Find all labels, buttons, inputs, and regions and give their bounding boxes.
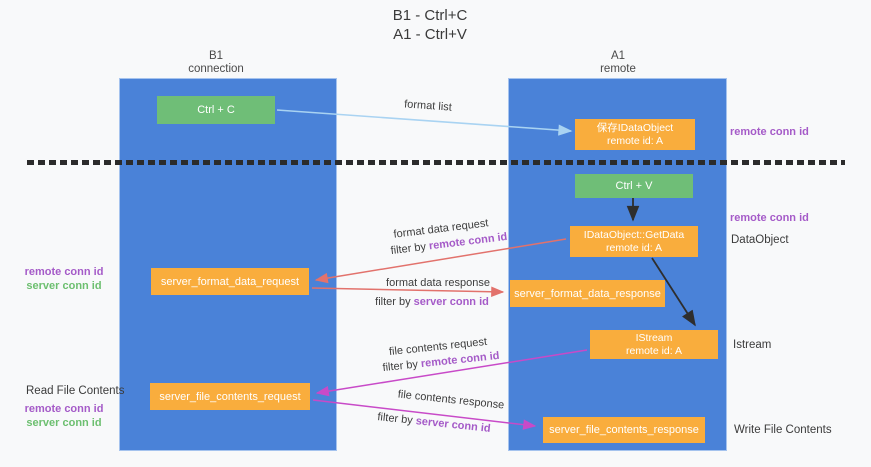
save-idataobject-node: 保存IDataObject remote id: A xyxy=(575,119,695,150)
column-b1-name: B1 xyxy=(208,50,224,62)
server-file-contents-response-node: server_file_contents_response xyxy=(543,417,705,443)
server-conn-id-highlight-1: server conn id xyxy=(413,296,489,308)
save-idataobject-line2: remote id: A xyxy=(606,134,664,147)
idataobject-getdata-node: IDataObject::GetData remote id: A xyxy=(570,226,698,257)
istream-side-label: Istream xyxy=(733,339,772,351)
getdata-line1: IDataObject::GetData xyxy=(583,228,685,241)
column-header-b1: B1 connection xyxy=(141,50,291,76)
title-line-1: B1 - Ctrl+C xyxy=(392,7,468,24)
filter-by-text-2: filter by xyxy=(375,296,414,308)
column-b1-role: connection xyxy=(188,63,244,75)
dataobject-label: DataObject xyxy=(731,234,789,246)
server-conn-id-label-left-top: server conn id xyxy=(26,280,102,292)
server-format-data-response-label: server_format_data_response xyxy=(514,287,661,300)
remote-conn-id-label-left-bottom: remote conn id xyxy=(24,403,104,415)
left-conn-id-stack-bottom: remote conn id server conn id xyxy=(22,402,106,430)
format-data-response-label: format data response xyxy=(386,277,490,289)
phase-separator-line xyxy=(27,160,845,165)
server-conn-id-label-left-bottom: server conn id xyxy=(26,417,102,429)
server-format-data-response-node: server_format_data_response xyxy=(510,280,665,307)
server-file-contents-request-node: server_file_contents_request xyxy=(150,383,310,410)
ctrl-c-label: Ctrl + C xyxy=(197,104,235,116)
left-conn-id-stack-top: remote conn id server conn id xyxy=(22,265,106,293)
ctrl-c-node: Ctrl + C xyxy=(157,96,275,124)
filter-by-text-3: filter by xyxy=(382,358,422,375)
server-format-data-request-node: server_format_data_request xyxy=(151,268,309,295)
file-contents-response-label: file contents response xyxy=(397,388,505,412)
read-file-contents-label: Read File Contents xyxy=(26,385,125,397)
title-line-2: A1 - Ctrl+V xyxy=(393,26,467,43)
column-header-a1: A1 remote xyxy=(543,50,693,76)
diagram-title: B1 - Ctrl+C A1 - Ctrl+V xyxy=(300,6,560,44)
ctrl-v-label: Ctrl + V xyxy=(615,180,653,192)
write-file-contents-label: Write File Contents xyxy=(734,424,832,436)
server-file-contents-response-label: server_file_contents_response xyxy=(549,424,699,436)
server-conn-id-highlight-2: server conn id xyxy=(415,415,492,435)
server-format-data-request-label: server_format_data_request xyxy=(160,275,300,288)
getdata-line2: remote id: A xyxy=(605,241,663,254)
istream-line1: IStream xyxy=(635,331,673,344)
filter-by-text-1: filter by xyxy=(390,240,430,258)
save-idataobject-line1: 保存IDataObject xyxy=(596,121,674,134)
ctrl-v-node: Ctrl + V xyxy=(575,174,693,198)
filter-by-text-4: filter by xyxy=(376,411,417,428)
format-list-label: format list xyxy=(403,98,453,114)
filter-by-server-conn-id-label-1: filter by server conn id xyxy=(375,296,489,308)
server-file-contents-request-label: server_file_contents_request xyxy=(159,390,301,403)
column-a1-name: A1 xyxy=(610,50,626,62)
filter-by-server-conn-id-label-2: filter by server conn id xyxy=(377,411,491,435)
remote-conn-id-label-right-top: remote conn id xyxy=(730,126,809,138)
column-a1-role: remote xyxy=(600,63,636,75)
istream-line2: remote id: A xyxy=(625,344,683,357)
istream-node: IStream remote id: A xyxy=(590,330,718,359)
remote-conn-id-label-right-mid: remote conn id xyxy=(730,212,809,224)
remote-conn-id-label-left-top: remote conn id xyxy=(24,266,104,278)
